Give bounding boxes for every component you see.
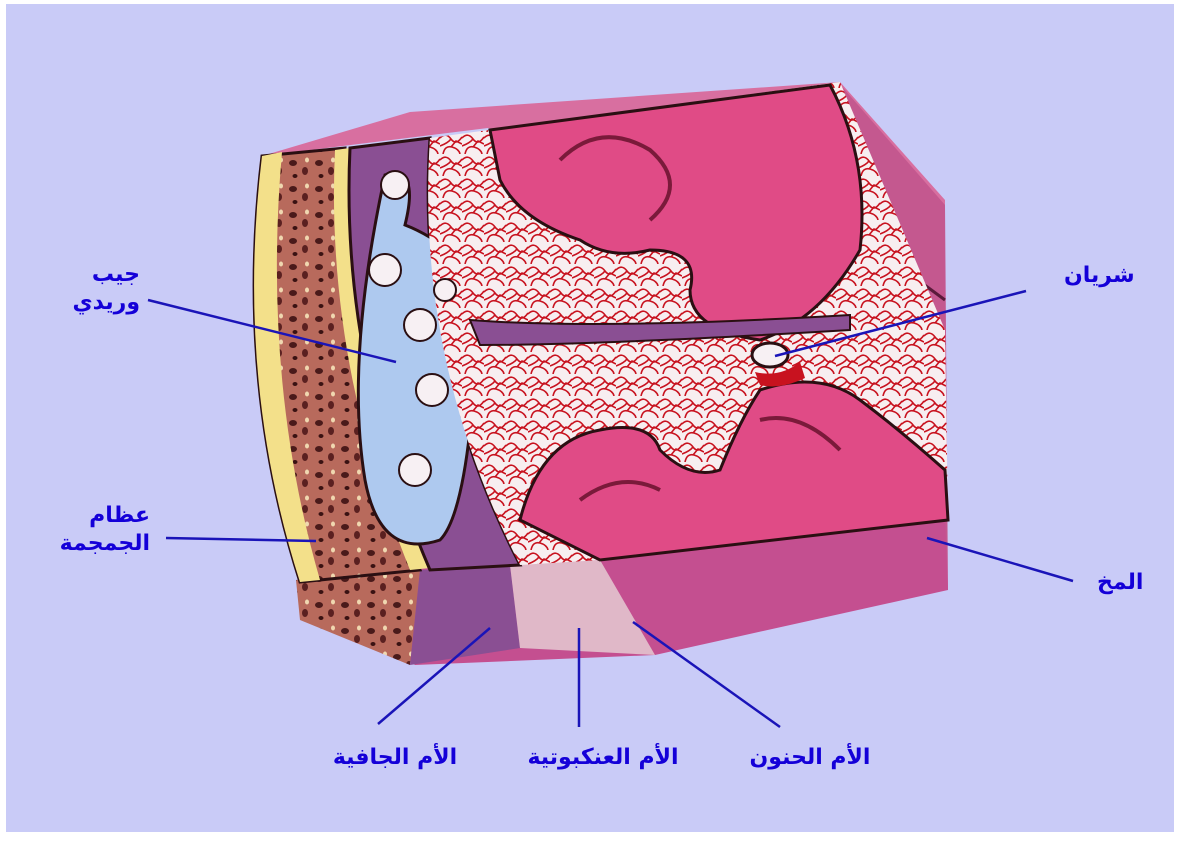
label-brain: المخ	[1097, 569, 1143, 597]
label-skull-bone-line1: عظام	[40, 502, 150, 530]
label-skull-bone-line2: الجمجمة	[40, 530, 150, 558]
label-venous-sinus-line2: وريدي	[40, 289, 140, 317]
label-dura-mater: الأم الجافية	[315, 744, 475, 772]
label-venous-sinus: جيب وريدي	[40, 261, 140, 316]
label-venous-sinus-line1: جيب	[40, 261, 140, 289]
label-pia-mater: الأم الحنون	[730, 744, 890, 772]
label-artery: شريان	[1064, 262, 1135, 290]
label-arachnoid-mater: الأم العنكبوتية	[508, 744, 698, 772]
label-skull-bone: عظام الجمجمة	[40, 502, 150, 557]
